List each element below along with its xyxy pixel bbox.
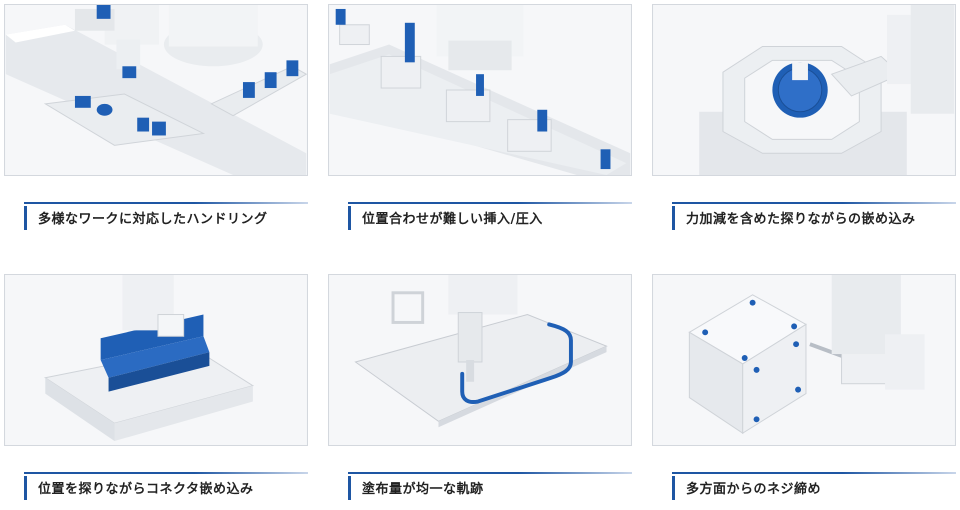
caption-rule	[24, 202, 308, 204]
caption-text: 力加減を含めた探りながらの嵌め込み	[686, 212, 916, 227]
insertion-illustration	[328, 4, 632, 176]
feature-caption: 多様なワークに対応したハンドリング	[24, 202, 308, 234]
feature-caption: 位置合わせが難しい挿入/圧入	[348, 202, 632, 234]
feature-caption: 塗布量が均一な軌跡	[348, 472, 632, 504]
caption-text: 位置を探りながらコネクタ嵌め込み	[38, 482, 254, 497]
caption-rule	[348, 472, 632, 474]
caption-text: 多方面からのネジ締め	[686, 482, 822, 497]
dispensing-illustration	[328, 274, 632, 446]
caption-accent-bar	[348, 476, 351, 500]
caption-text: 多様なワークに対応したハンドリング	[38, 212, 268, 227]
caption-rule	[348, 202, 632, 204]
handling-illustration	[4, 4, 308, 176]
caption-rule	[672, 472, 956, 474]
caption-rule	[672, 202, 956, 204]
caption-accent-bar	[672, 476, 675, 500]
fitting-illustration	[652, 4, 956, 176]
screw-tightening-illustration	[652, 274, 956, 446]
caption-accent-bar	[24, 206, 27, 230]
caption-accent-bar	[24, 476, 27, 500]
connector-illustration	[4, 274, 308, 446]
feature-caption: 位置を探りながらコネクタ嵌め込み	[24, 472, 308, 504]
caption-rule	[24, 472, 308, 474]
feature-caption: 力加減を含めた探りながらの嵌め込み	[672, 202, 956, 234]
caption-accent-bar	[348, 206, 351, 230]
feature-caption: 多方面からのネジ締め	[672, 472, 956, 504]
caption-text: 位置合わせが難しい挿入/圧入	[362, 212, 543, 227]
caption-text: 塗布量が均一な軌跡	[362, 482, 484, 497]
caption-accent-bar	[672, 206, 675, 230]
